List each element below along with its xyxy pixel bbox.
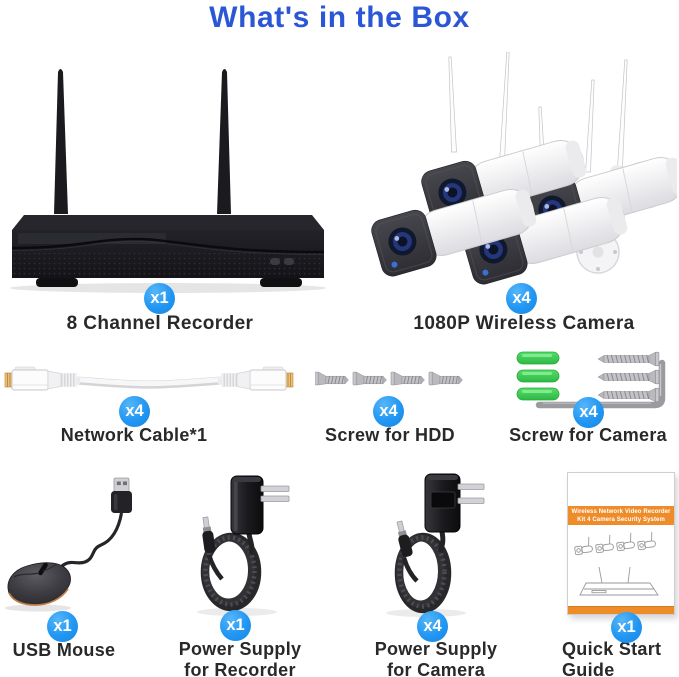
plug-prong — [457, 483, 485, 490]
recorder-antennas — [54, 69, 231, 214]
hdd-screw — [390, 371, 425, 386]
hdd-screw — [315, 371, 349, 386]
wall-anchor — [516, 387, 560, 401]
mouse-body — [7, 562, 71, 606]
label-hdd-screws: Screw for HDD — [325, 425, 455, 445]
label-usb-mouse: USB Mouse — [12, 640, 116, 660]
qty-badge-camera-screws: x4 — [573, 397, 604, 428]
guide-cover-art — [572, 531, 659, 596]
guide-bottom-band — [568, 606, 674, 614]
psu-recorder-image — [197, 475, 290, 616]
rj45-connector-left — [4, 366, 81, 391]
adapter-body — [230, 475, 290, 535]
psu-cord — [437, 531, 446, 553]
scroll-wheel — [38, 562, 48, 576]
dc-barrel-plug — [396, 520, 413, 557]
page-title: What's in the Box — [209, 1, 470, 34]
camera-screw — [597, 369, 660, 385]
camera-screw — [597, 387, 660, 403]
plug-prong — [260, 485, 290, 492]
label-network-cable: Network Cable*1 — [60, 425, 208, 445]
wireless-camera-image — [368, 52, 677, 288]
guide-recorder-sketch — [579, 566, 659, 596]
label-guide-line1: Quick Start — [562, 639, 662, 659]
qty-badge-quick-start-guide: x1 — [611, 612, 642, 643]
label-psu-camera-line2: for Camera — [386, 660, 486, 677]
coiled-cable — [200, 532, 262, 612]
adapter-body — [424, 473, 485, 533]
label-psu-recorder-line1: Power Supply — [178, 639, 302, 659]
recorder-image — [10, 69, 326, 293]
wall-anchor — [516, 369, 560, 383]
camera-screw — [597, 351, 660, 367]
label-psu-camera: Power Supply for Camera — [375, 639, 498, 677]
label-psu-recorder: Power Supply for Recorder — [179, 639, 302, 677]
label-recorder: 8 Channel Recorder — [66, 313, 254, 334]
qty-badge-psu-camera: x4 — [417, 611, 448, 642]
plug-prong — [260, 495, 290, 502]
hdd-screw — [352, 371, 387, 386]
psu-camera-image — [386, 473, 485, 617]
label-wireless-camera: 1080P Wireless Camera — [413, 313, 635, 334]
qty-badge-wireless-camera: x4 — [506, 283, 537, 314]
plug-prong — [457, 497, 485, 504]
qty-badge-usb-mouse: x1 — [47, 611, 78, 642]
guide-cover-line2: Kit 4 Camera Security System — [577, 517, 665, 523]
rj45-connector-right — [217, 366, 294, 391]
usb-connector — [111, 477, 132, 513]
guide-cover-line1: Wireless Network Video Recorder — [571, 509, 671, 515]
recorder-box — [11, 215, 325, 287]
coiled-cable — [394, 532, 452, 614]
label-quick-start-guide: Quick Start Guide — [562, 639, 661, 677]
hdd-screw — [428, 371, 463, 386]
guide-cover-band: Wireless Network Video Recorder Kit 4 Ca… — [568, 506, 674, 525]
qty-badge-psu-recorder: x1 — [220, 610, 251, 641]
label-camera-screws: Screw for Camera — [509, 425, 667, 445]
mouse-cable — [61, 512, 124, 568]
label-guide-line2: Guide — [562, 660, 615, 677]
qty-badge-network-cable: x4 — [119, 396, 150, 427]
psu-cord — [246, 533, 255, 555]
label-psu-camera-line1: Power Supply — [374, 639, 498, 659]
hdd-screws-image — [315, 371, 463, 386]
network-cable-image — [4, 366, 294, 391]
wall-anchor — [516, 351, 560, 365]
qty-badge-hdd-screws: x4 — [373, 396, 404, 427]
label-psu-recorder-line2: for Recorder — [184, 660, 296, 677]
usb-mouse-image — [5, 477, 132, 612]
qty-badge-recorder: x1 — [144, 283, 175, 314]
dc-barrel-plug — [202, 516, 216, 554]
quick-start-guide-image: Wireless Network Video Recorder Kit 4 Ca… — [567, 472, 675, 615]
